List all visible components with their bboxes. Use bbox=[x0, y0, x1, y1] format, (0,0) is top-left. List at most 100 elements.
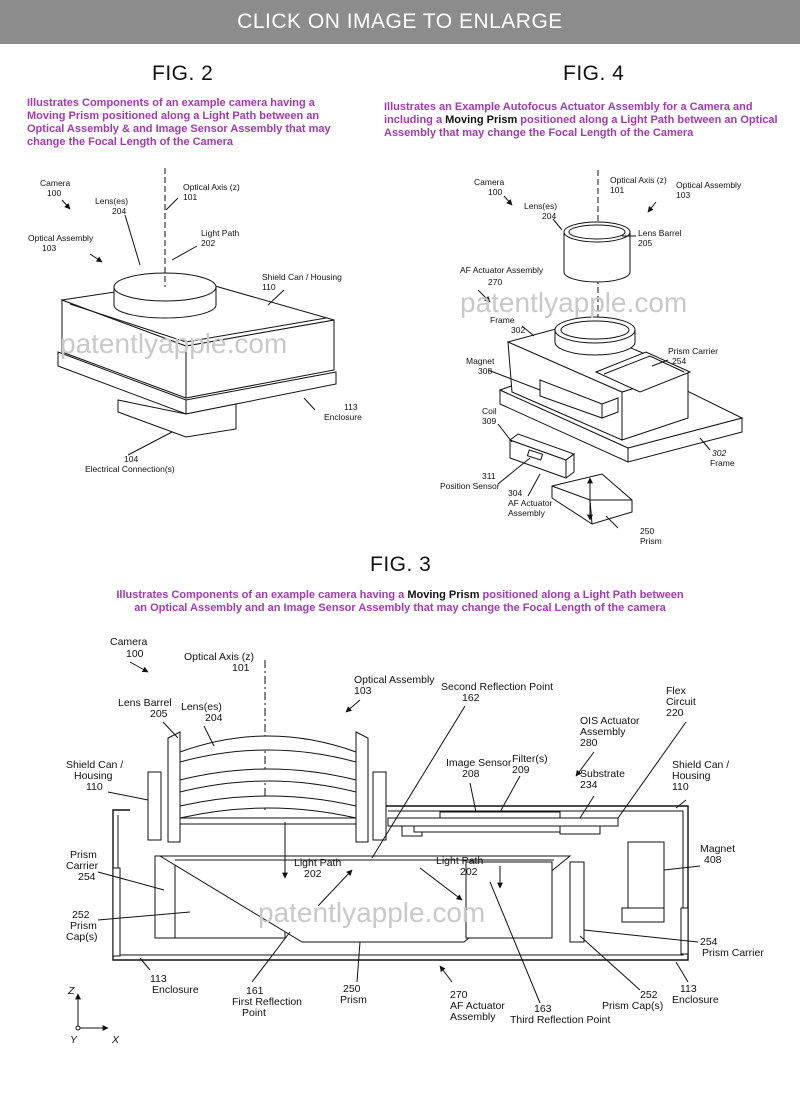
fig3-label-ois2: Assembly bbox=[580, 726, 626, 738]
fig4-watermark: patentlyapple.com bbox=[460, 287, 687, 318]
fig3-label-substrate: Substrate bbox=[580, 768, 625, 780]
fig3-label-axis-num: 101 bbox=[232, 662, 250, 674]
fig3-label-barrel-num: 205 bbox=[150, 708, 168, 720]
fig3-label-lens-num: 204 bbox=[205, 712, 223, 724]
fig3-label-carrierL2: Carrier bbox=[66, 860, 99, 872]
fig3-label-lightL: Light Path bbox=[294, 857, 341, 869]
fig2-label-light: Light Path bbox=[201, 228, 240, 238]
fig2-watermark: patentlyapple.com bbox=[60, 328, 287, 359]
fig3-caption-bold: Moving Prism bbox=[407, 589, 480, 601]
fig3-caption-line2: an Optical Assembly and an Image Sensor … bbox=[134, 602, 666, 614]
enlarge-banner[interactable]: CLICK ON IMAGE TO ENLARGE bbox=[0, 0, 800, 44]
fig3-label-af2: Assembly bbox=[450, 1011, 496, 1023]
fig3-label-optical: Optical Assembly bbox=[354, 674, 435, 686]
fig4-label-magnet: Magnet bbox=[466, 356, 495, 366]
fig4-drawing: patentlyapple.com Camera 100 Optical Axi… bbox=[440, 170, 744, 546]
fig3-label-first2: Point bbox=[242, 1007, 266, 1019]
fig4-label-magnet-num: 308 bbox=[478, 366, 492, 376]
fig3-label-carrierL1: Prism bbox=[70, 849, 97, 861]
fig3-label-encL: Enclosure bbox=[152, 984, 199, 996]
fig3-label-encR: Enclosure bbox=[672, 994, 719, 1006]
fig2-label-lens-num: 204 bbox=[112, 206, 126, 216]
fig4-label-pos-num: 311 bbox=[482, 471, 496, 481]
fig3-label-shieldL1: Shield Can / bbox=[66, 759, 123, 771]
fig4-label-camera: Camera bbox=[474, 177, 505, 187]
fig3-label-first-num: 161 bbox=[246, 985, 264, 997]
fig4-label-frame: Frame bbox=[490, 315, 515, 325]
fig4-label-barrel-num: 205 bbox=[638, 238, 652, 248]
fig3-label-shieldR-num: 110 bbox=[672, 781, 689, 793]
fig3-label-shieldR2: Housing bbox=[672, 770, 711, 782]
fig4-label-camera-num: 100 bbox=[488, 187, 502, 197]
fig2-label-elec: Electrical Connection(s) bbox=[85, 464, 175, 474]
fig3-label-carrierR: Prism Carrier bbox=[702, 947, 764, 959]
fig4-label-prism: Prism bbox=[640, 536, 662, 546]
fig3-caption-pre: Illustrates Components of an example cam… bbox=[116, 589, 408, 601]
fig4-label-carrier-num: 254 bbox=[672, 356, 686, 366]
fig3-label-second-num: 162 bbox=[462, 692, 480, 704]
fig4-caption: Illustrates an Example Autofocus Actuato… bbox=[384, 101, 784, 140]
fig4-label-pos: Position Sensor bbox=[440, 481, 500, 491]
fig4-label-lens-num: 204 bbox=[542, 211, 556, 221]
fig3-label-magnet-num: 408 bbox=[704, 854, 722, 866]
fig4-label-lens: Lens(es) bbox=[524, 201, 557, 211]
fig3-label-lightL-num: 202 bbox=[304, 868, 322, 880]
fig3-axis-y-label: Y bbox=[70, 1034, 78, 1046]
fig3-label-prism-num: 250 bbox=[343, 983, 361, 995]
fig3-label-camera: Camera bbox=[110, 636, 148, 648]
fig3-label-carrierR-num: 254 bbox=[700, 936, 718, 948]
fig3-label-encR-num: 113 bbox=[680, 983, 697, 995]
fig2-label-camera-num: 100 bbox=[47, 188, 61, 198]
fig3-label-sensor: Image Sensor bbox=[446, 757, 512, 769]
fig3-label-second: Second Reflection Point bbox=[441, 681, 553, 693]
fig3-label-filter: Filter(s) bbox=[512, 753, 548, 765]
fig2-label-light-num: 202 bbox=[201, 238, 215, 248]
fig4-label-coil-num: 309 bbox=[482, 416, 496, 426]
fig3-label-ois-num: 280 bbox=[580, 737, 598, 749]
fig2-caption: Illustrates Components of an example cam… bbox=[27, 97, 331, 148]
fig3-label-capL1: Prism bbox=[70, 920, 97, 932]
fig3-label-encL-num: 113 bbox=[150, 973, 167, 985]
fig2-label-optical: Optical Assembly bbox=[28, 233, 94, 243]
fig3-label-af-num: 270 bbox=[450, 989, 468, 1001]
fig4-label-optical-num: 103 bbox=[676, 190, 690, 200]
fig3-caption: Illustrates Components of an example cam… bbox=[40, 589, 760, 615]
fig3-label-lightR-num: 202 bbox=[460, 866, 478, 878]
fig3-label-prism: Prism bbox=[340, 994, 367, 1006]
fig3-label-third-num: 163 bbox=[534, 1003, 552, 1015]
fig3-label-af1: AF Actuator bbox=[450, 1000, 505, 1012]
fig4-label-prism-num: 250 bbox=[640, 526, 654, 536]
fig4-label-axis-num: 101 bbox=[610, 185, 624, 195]
fig3-drawing: patentlyapple.com Camera 100 Optical Axi… bbox=[66, 636, 764, 1046]
fig4-label-carrier: Prism Carrier bbox=[668, 346, 718, 356]
fig3-caption-post: positioned along a Light Path between bbox=[479, 589, 684, 601]
fig4-label-barrel: Lens Barrel bbox=[638, 228, 682, 238]
fig3-label-lightR: Light Path bbox=[436, 855, 483, 867]
fig3-label-barrel: Lens Barrel bbox=[118, 697, 172, 709]
fig2-drawing: patentlyapple.com Camera 100 Lens(es) 20… bbox=[28, 168, 362, 474]
fig3-label-magnet: Magnet bbox=[700, 843, 735, 855]
fig2-label-elec-num: 104 bbox=[124, 454, 138, 464]
fig3-label-first1: First Reflection bbox=[232, 996, 302, 1008]
fig2-label-camera: Camera bbox=[40, 178, 71, 188]
fig4-label-af: AF Actuator Assembly bbox=[460, 265, 544, 275]
fig3-label-lens: Lens(es) bbox=[181, 701, 222, 713]
fig3-axis-x-label: X bbox=[111, 1034, 120, 1046]
fig3-label-shieldL-num: 110 bbox=[86, 781, 103, 793]
fig3-label-ois1: OIS Actuator bbox=[580, 715, 640, 727]
fig3-label-flex-num: 220 bbox=[666, 707, 684, 719]
fig3-axis-z-label: Z bbox=[67, 985, 75, 997]
fig3-label-capR: Prism Cap(s) bbox=[602, 1000, 663, 1012]
fig4-caption-pre: Illustrates an Example Autofocus Actuato… bbox=[384, 101, 753, 126]
fig2-label-enclosure-num: 113 bbox=[344, 402, 358, 412]
fig3-label-filter-num: 209 bbox=[512, 764, 530, 776]
fig4-label-frame-num: 302 bbox=[511, 325, 525, 335]
fig3-label-shieldR1: Shield Can / bbox=[672, 759, 729, 771]
fig3-caption-line1: Illustrates Components of an example cam… bbox=[40, 589, 760, 602]
fig3-label-axis: Optical Axis (z) bbox=[184, 651, 254, 663]
fig4-label-afa-num: 304 bbox=[508, 488, 522, 498]
fig3-label-substrate-num: 234 bbox=[580, 779, 598, 791]
fig4-label-optical: Optical Assembly bbox=[676, 180, 742, 190]
fig2-title: FIG. 2 bbox=[152, 62, 214, 85]
fig3-watermark: patentlyapple.com bbox=[258, 897, 485, 928]
